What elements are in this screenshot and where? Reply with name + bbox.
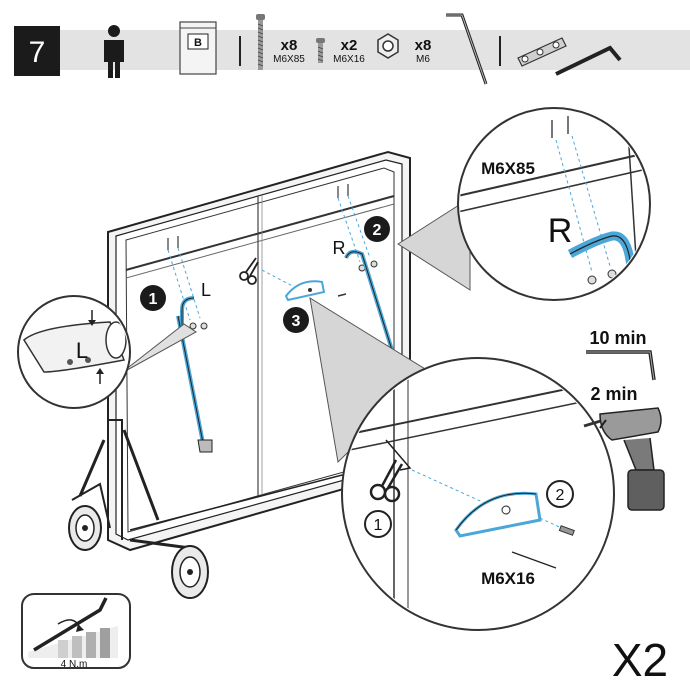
zoom-detail-top: M6X85 R [397,107,651,301]
zoom-bottom-num1: 1 [374,517,383,534]
hex-nut-size: M6 [416,54,430,65]
person-icon [104,25,124,78]
time-estimate: 10 min 2 min [583,328,665,511]
step-badge-2: 2 [364,216,390,242]
bolt-short-icon [316,38,325,63]
badge-1-number: 1 [149,291,158,308]
step-badge-3: 3 [283,307,309,333]
time-manual: 10 min [589,328,646,348]
step-number-box [14,26,60,76]
zoom-top-bolt-label: M6X85 [481,159,535,178]
torque-indicator: 4 N.m [21,593,131,670]
zoom-bottom-num2: 2 [556,487,565,504]
parts-bag-icon: B [179,21,217,75]
wrench-plate-icon [517,37,567,67]
repeat-multiplier: X2 [612,634,668,686]
hex-key-icon [586,350,656,381]
wheel [171,545,209,599]
zoom-detail-bottom: 1 2 M6X16 [309,296,615,631]
step-number: 7 [29,36,46,69]
step-badge-1: 1 [140,285,166,311]
bolt-long-size: M6X85 [273,54,305,65]
bag-label: B [194,37,202,49]
hex-key-small-icon [555,45,622,76]
hex-nut-icon [377,33,399,59]
label-r: R [333,238,346,258]
hex-key-icon [33,597,108,652]
time-drill: 2 min [590,384,637,404]
scissors-icon [369,459,404,503]
zoom-detail-left: L [17,295,197,409]
bolt-long-icon [256,14,265,70]
label-l: L [201,280,211,300]
bolt-short-qty: x2 [341,37,358,54]
wheel [68,505,102,551]
zoom-left-letter: L [76,338,88,363]
hex-nut-qty: x8 [415,37,432,54]
badge-3-number: 3 [292,313,301,330]
zoom-bottom-bolt-label: M6X16 [481,569,535,588]
torque-label: 4 N.m [61,659,88,670]
scissors-icon [239,257,259,285]
table-illustration [68,150,411,599]
bolt-short-size: M6X16 [333,54,365,65]
parts-bar: 7 B x8 M6X85 x2 M6X16 [14,13,690,85]
zoom-top-letter: R [548,212,573,250]
badge-2-number: 2 [373,222,382,239]
bolt-long-qty: x8 [281,37,298,54]
drill-icon [583,407,665,511]
hex-key-icon [446,13,488,85]
